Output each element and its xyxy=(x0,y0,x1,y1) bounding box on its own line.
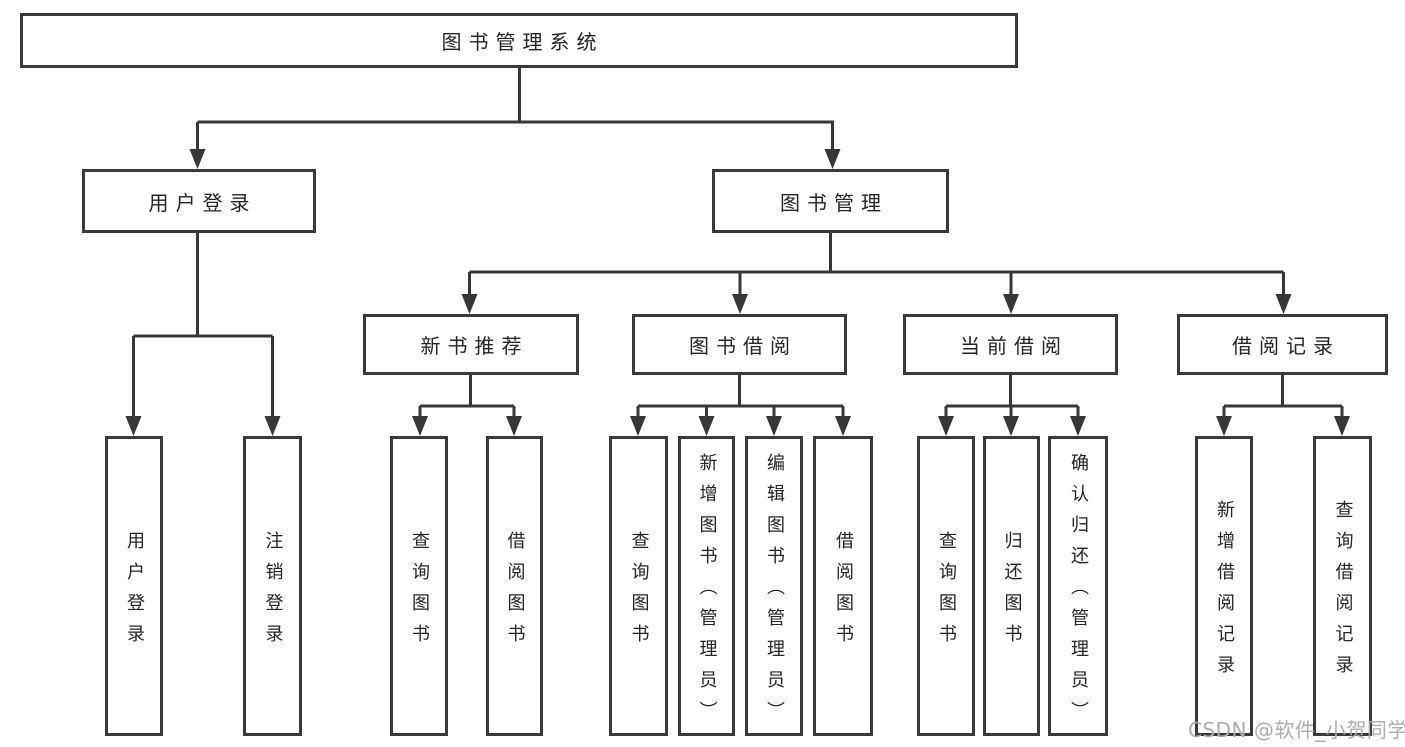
leaf-label: 查询图书 xyxy=(628,530,650,655)
leaf-label: 确认归还（管理员） xyxy=(1068,453,1089,732)
leaf-label: 新增借阅记录 xyxy=(1214,499,1235,686)
leaf-add-books-admin: 新增图书（管理员） xyxy=(678,436,735,736)
leaf-query-borrow-record: 查询借阅记录 xyxy=(1313,436,1372,736)
node-new-book-recommend: 新书推荐 xyxy=(363,314,579,375)
leaf-return-books: 归还图书 xyxy=(983,436,1040,736)
leaf-logout: 注销登录 xyxy=(243,436,302,736)
leaf-query-books-2: 查询图书 xyxy=(609,436,668,736)
leaf-label: 新增图书（管理员） xyxy=(696,453,718,732)
leaf-label: 查询借阅记录 xyxy=(1332,499,1354,686)
leaf-edit-books-admin: 编辑图书（管理员） xyxy=(745,436,803,736)
leaf-user-login: 用户登录 xyxy=(105,436,163,736)
leaf-confirm-return-admin: 确认归还（管理员） xyxy=(1048,436,1108,736)
node-borrowing-records: 借阅记录 xyxy=(1177,314,1388,375)
leaf-label: 编辑图书（管理员） xyxy=(764,453,785,732)
node-library-management-system: 图书管理系统 xyxy=(20,13,1018,68)
csdn-watermark: CSDN @软件_小贺同学 xyxy=(1188,718,1405,742)
leaf-label: 查询图书 xyxy=(409,530,430,655)
leaf-label: 用户登录 xyxy=(124,530,145,655)
leaf-label: 借阅图书 xyxy=(504,530,526,655)
leaf-borrow-books-1: 借阅图书 xyxy=(486,436,543,736)
node-user-login: 用户登录 xyxy=(82,169,316,233)
node-book-borrowing: 图书借阅 xyxy=(632,314,847,375)
leaf-label: 查询图书 xyxy=(936,530,957,655)
node-current-borrowing: 当前借阅 xyxy=(903,314,1118,375)
leaf-query-books-3: 查询图书 xyxy=(917,436,975,736)
node-book-management: 图书管理 xyxy=(712,169,949,233)
leaf-label: 借阅图书 xyxy=(833,530,854,655)
leaf-label: 注销登录 xyxy=(262,530,284,655)
leaf-query-books-1: 查询图书 xyxy=(390,436,448,736)
leaf-borrow-books-2: 借阅图书 xyxy=(813,436,873,736)
leaf-label: 归还图书 xyxy=(1001,530,1023,655)
leaf-add-borrow-record: 新增借阅记录 xyxy=(1195,436,1253,736)
